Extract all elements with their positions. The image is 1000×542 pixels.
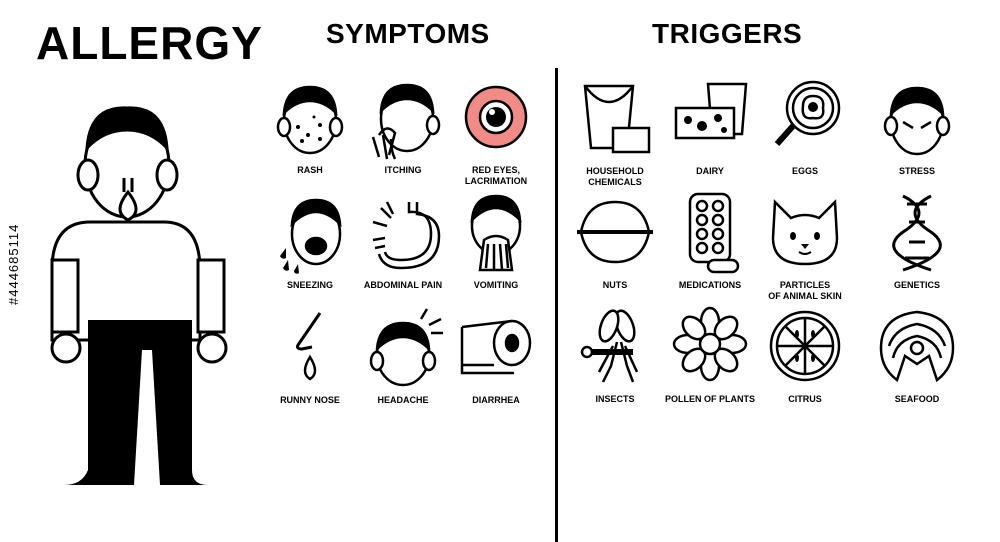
symptom-label: HEADACHE: [377, 395, 429, 405]
nut-icon: [577, 200, 653, 264]
symptom-label: VOMITING: [473, 280, 519, 290]
triggers-heading: TRIGGERS: [652, 18, 803, 49]
frying-pan-egg-icon: [774, 80, 841, 146]
flower-icon: [672, 306, 748, 382]
trigger-label: INSECTS: [595, 394, 635, 404]
symptom-red-eyes: RED EYES, LACRIMATION: [441, 75, 551, 187]
trigger-citrus: CITRUS: [750, 306, 860, 405]
dna-icon: [892, 194, 942, 272]
symptom-label: DIARRHEA: [472, 395, 520, 405]
trigger-label: POLLEN OF PLANTS: [665, 394, 755, 404]
trigger-label: PARTICLES OF ANIMAL SKIN: [768, 280, 842, 301]
symptom-itching: ITCHING: [348, 75, 458, 176]
trigger-stress: STRESS: [862, 78, 972, 177]
person-illustration: [50, 106, 228, 485]
page-title: ALLERGY: [36, 17, 263, 69]
trigger-label: EGGS: [791, 166, 818, 176]
trigger-insects: INSECTS: [560, 306, 670, 405]
trigger-nuts: NUTS: [560, 192, 670, 291]
cat-icon: [771, 199, 839, 266]
trigger-household-chemicals: HOUSEHOLD CHEMICALS: [560, 78, 670, 188]
trigger-label: GENETICS: [893, 280, 940, 290]
symptom-label: ABDOMINAL PAIN: [363, 280, 443, 290]
symptom-rash: RASH: [255, 75, 365, 176]
trigger-label: DAIRY: [696, 166, 724, 176]
symptom-label: ITCHING: [384, 165, 422, 175]
citrus-icon: [769, 310, 841, 382]
symptom-label: RUNNY NOSE: [280, 395, 340, 405]
trigger-label: MEDICATIONS: [678, 280, 742, 290]
symptom-abdominal-pain: ABDOMINAL PAIN: [348, 190, 458, 291]
trigger-dairy: DAIRY: [655, 78, 765, 177]
angry-face-icon: [883, 86, 951, 156]
headache-icon: [369, 308, 443, 387]
red-eye-icon: [464, 85, 528, 149]
trigger-label: CITRUS: [788, 394, 822, 404]
symptom-vomiting: VOMITING: [441, 190, 551, 291]
trigger-pollen: POLLEN OF PLANTS: [655, 306, 765, 405]
symptom-label: RED EYES, LACRIMATION: [464, 165, 528, 186]
runny-nose-icon: [296, 312, 322, 381]
symptom-sneezing: SNEEZING: [255, 190, 365, 291]
toilet-paper-icon: [460, 319, 532, 375]
fish-steak-icon: [879, 310, 955, 383]
stomach-icon: [372, 201, 441, 270]
trigger-medications: MEDICATIONS: [655, 192, 765, 291]
symptom-diarrhea: DIARRHEA: [441, 305, 551, 406]
mosquito-icon: [580, 309, 639, 383]
pills-icon: [688, 192, 740, 274]
trigger-label: HOUSEHOLD CHEMICALS: [586, 166, 644, 187]
symptom-headache: HEADACHE: [348, 305, 458, 406]
trigger-label: STRESS: [898, 166, 935, 176]
trigger-genetics: GENETICS: [862, 192, 972, 291]
bucket-icon: [583, 84, 651, 154]
cheese-milk-icon: [674, 82, 748, 140]
trigger-label: NUTS: [602, 280, 628, 290]
trigger-animal-skin: PARTICLES OF ANIMAL SKIN: [750, 192, 860, 302]
trigger-eggs: EGGS: [750, 78, 860, 177]
symptom-label: RASH: [297, 165, 323, 175]
rash-icon: [276, 85, 344, 155]
itching-icon: [371, 83, 441, 160]
symptom-runny-nose: RUNNY NOSE: [255, 305, 365, 406]
trigger-label: SEAFOOD: [894, 394, 940, 404]
symptoms-heading: SYMPTOMS: [326, 18, 490, 49]
sneezing-icon: [280, 198, 342, 274]
symptom-label: SNEEZING: [286, 280, 333, 290]
section-divider: [555, 68, 558, 542]
vomiting-icon: [470, 194, 522, 272]
stock-id: #444685114: [6, 223, 21, 305]
trigger-seafood: SEAFOOD: [862, 306, 972, 405]
